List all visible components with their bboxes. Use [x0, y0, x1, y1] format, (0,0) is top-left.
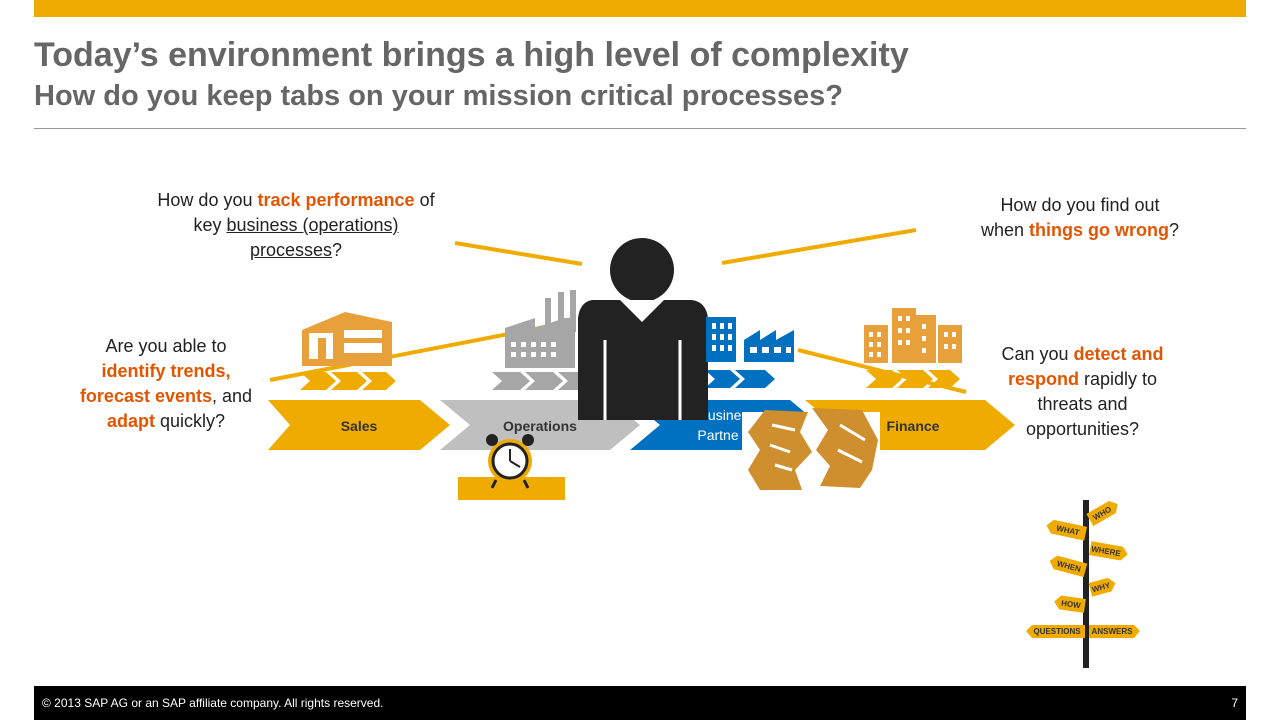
question-track-performance: How do you track performance of key busi… — [150, 188, 442, 263]
question-identify-trends: Are you able to identify trends, forecas… — [72, 334, 260, 434]
question-track-text-1: How do you — [157, 190, 258, 210]
question-things-go-wrong: How do you find out when things go wrong… — [980, 193, 1180, 243]
question-wrong-highlight: things go wrong — [1029, 220, 1169, 240]
person-icon — [578, 238, 708, 420]
title-divider — [34, 128, 1246, 129]
small-chevrons-operations — [492, 372, 590, 390]
chevron-partners-label-1: Busine — [699, 407, 742, 423]
connector-trends — [269, 325, 546, 382]
top-accent-bar — [34, 0, 1246, 17]
chevron-partners-label-2: Partne — [697, 427, 738, 443]
footer-copyright: © 2013 SAP AG or an SAP affiliate compan… — [42, 696, 384, 710]
chevron-finance-label: Finance — [887, 418, 940, 434]
finance-buildings-icon — [864, 308, 962, 363]
question-trends-text-1: Are you able to — [105, 336, 227, 356]
question-detect-text-2: rapidly to threats and opportunities? — [1025, 369, 1158, 439]
connector-track — [454, 241, 583, 266]
chevron-operations-label: Operations — [503, 418, 577, 434]
footer-bar: © 2013 SAP AG or an SAP affiliate compan… — [34, 686, 1246, 720]
question-detect-respond: Can you detect and respond rapidly to th… — [980, 342, 1185, 442]
signpost-icon: WHO WHAT WHERE WHEN WHY HOW — [1026, 500, 1140, 668]
slide-subtitle: How do you keep tabs on your mission cri… — [34, 80, 843, 112]
question-track-text-2: of key — [193, 190, 435, 235]
question-detect-highlight: detect and respond — [1007, 344, 1164, 389]
house-icon — [302, 312, 392, 366]
chevron-sales — [268, 400, 450, 450]
alarm-clock-icon — [458, 434, 565, 500]
broken-coin-icon — [742, 408, 880, 490]
signpost-questions: QUESTIONS — [1033, 627, 1081, 636]
small-chevrons-partners — [705, 370, 775, 388]
small-chevrons-finance — [866, 370, 960, 388]
question-detect-text-1: Can you — [1001, 344, 1074, 364]
small-chevrons-sales — [300, 372, 396, 390]
question-trends-text-2: , and — [212, 386, 253, 406]
slide-title: Today’s environment brings a high level … — [34, 36, 909, 74]
question-wrong-text-2: ? — [1169, 220, 1180, 240]
question-wrong-text-1: How do you find out when — [980, 195, 1160, 240]
page-number: 7 — [1231, 696, 1238, 710]
question-trends-text-3: quickly? — [154, 411, 226, 431]
question-track-underline: business (operations) processes — [226, 215, 399, 260]
question-track-highlight: track performance — [257, 190, 415, 210]
factory-icon — [505, 290, 576, 368]
connector-wrong — [721, 228, 917, 265]
question-track-text-3: ? — [332, 240, 343, 260]
partner-buildings-icon — [706, 317, 794, 362]
question-trends-highlight-2: adapt — [106, 411, 155, 431]
chevron-sales-label: Sales — [341, 418, 378, 434]
signpost-answers: ANSWERS — [1092, 627, 1134, 636]
question-trends-highlight-1: identify trends, forecast events — [79, 361, 231, 406]
signpost-how: HOW — [1061, 599, 1082, 611]
